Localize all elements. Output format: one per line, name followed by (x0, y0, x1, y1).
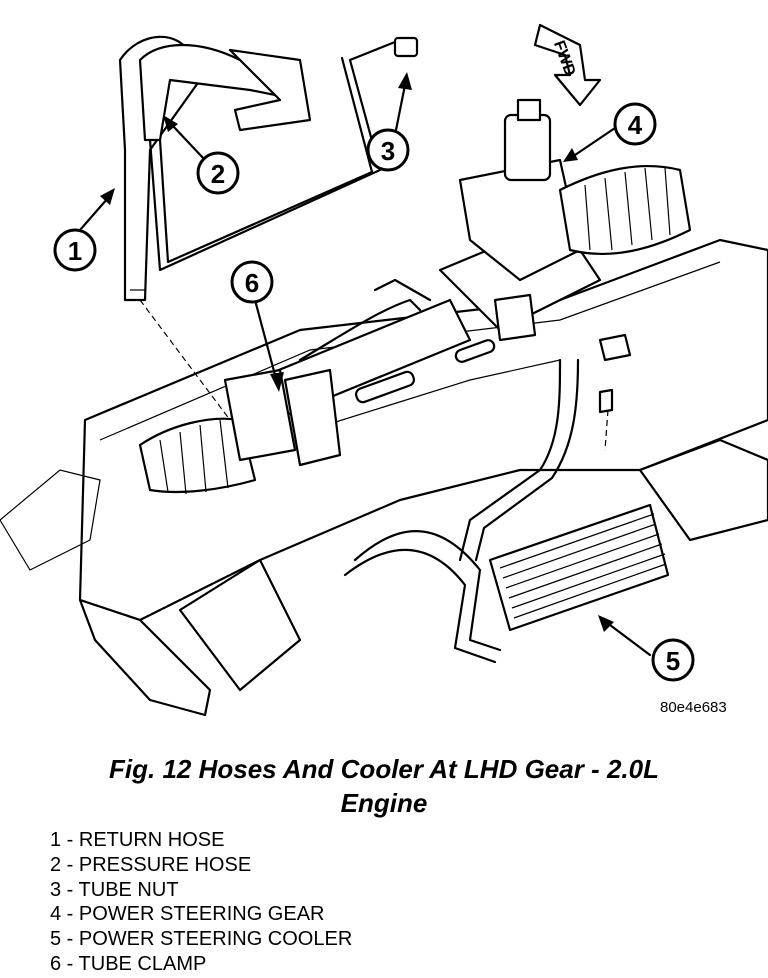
legend-item: 4 - POWER STEERING GEAR (50, 903, 325, 926)
callout-2: 2 (196, 151, 240, 195)
callout-arrows (78, 72, 652, 657)
caption-line-1: Fig. 12 Hoses And Cooler At LHD Gear - 2… (109, 754, 659, 784)
callout-3: 3 (366, 128, 410, 172)
figure-caption: Fig. 12 Hoses And Cooler At LHD Gear - 2… (0, 752, 768, 820)
callout-1: 1 (53, 228, 97, 272)
legend-item: 5 - POWER STEERING COOLER (50, 928, 353, 951)
legend-item: 6 - TUBE CLAMP (50, 952, 207, 975)
exploded-view-illustration: FWD 1 2 3 4 5 6 (0, 23, 768, 717)
drawing-id: 80e4e683 (660, 699, 727, 716)
crossmember (0, 238, 768, 717)
svg-text:4: 4 (628, 110, 643, 140)
svg-text:5: 5 (666, 646, 680, 676)
legend-item: 2 - PRESSURE HOSE (50, 853, 252, 876)
legend-item: 1 - RETURN HOSE (50, 829, 225, 851)
legend-list: 1 - RETURN HOSE 2 - PRESSURE HOSE 3 - TU… (50, 828, 352, 977)
pressure-hose (138, 36, 419, 272)
svg-text:1: 1 (68, 236, 82, 266)
callout-4: 4 (613, 102, 657, 146)
svg-text:2: 2 (211, 159, 225, 189)
caption-line-2: Engine (340, 788, 428, 818)
cooler-lines (343, 333, 632, 664)
svg-text:3: 3 (381, 136, 395, 166)
legend-item: 3 - TUBE NUT (50, 878, 179, 901)
svg-text:6: 6 (245, 268, 259, 298)
fwd-arrow-icon: FWD (533, 23, 602, 107)
callout-5: 5 (651, 638, 695, 682)
steering-gear (138, 98, 692, 495)
return-hose (118, 35, 231, 421)
power-steering-cooler (488, 503, 670, 632)
callout-6: 6 (230, 260, 274, 304)
